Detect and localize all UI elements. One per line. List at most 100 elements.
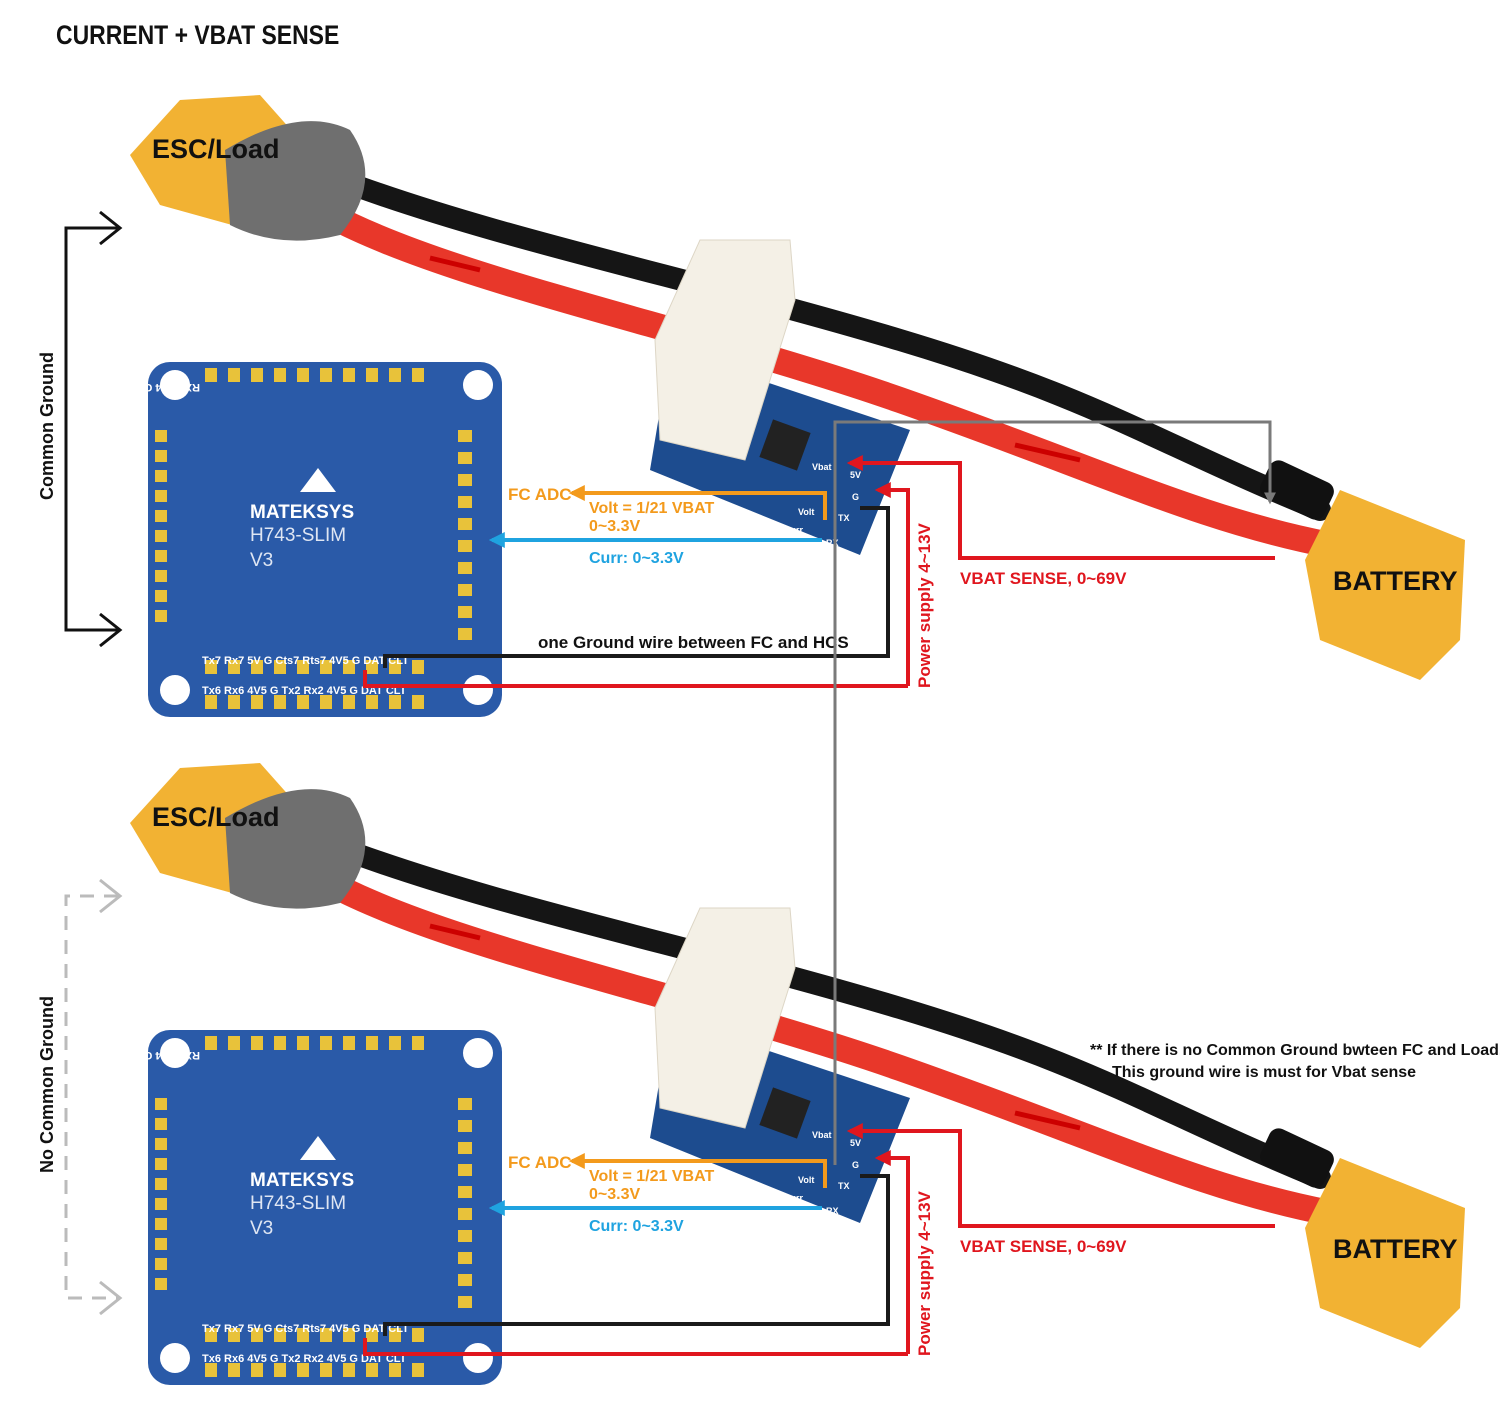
solder-pad [228, 695, 240, 709]
curr-label: Curr: 0~3.3V [589, 550, 684, 567]
solder-pad [251, 1328, 263, 1342]
solder-pad [297, 1328, 309, 1342]
mounting-hole [160, 675, 190, 705]
fc-pad-labels-bottom1: Tx7 Rx7 5V G Cts7 Rts7 4V5 G DAT CLT [202, 655, 409, 667]
power-supply-line-fc [363, 670, 908, 688]
solder-pad [458, 562, 472, 574]
power-supply-line [874, 1150, 910, 1354]
solder-pad [320, 368, 332, 382]
diagram-title: CURRENT + VBAT SENSE [56, 20, 340, 50]
solder-pad [155, 1198, 167, 1210]
solder-pad [458, 1274, 472, 1286]
ground-arrow-icon [99, 878, 123, 1316]
solder-pad [458, 452, 472, 464]
power-supply-label: Power supply 4~13V [915, 1190, 934, 1356]
solder-pad [320, 1036, 332, 1050]
sensor-pin-label: 5V [850, 470, 861, 480]
fc-pad-labels-top: RX4 TX4 G Vsw VTx C1 Vbt G 5V C2 [12, 1049, 200, 1061]
fc-pad-labels-bottom1: Tx7 Rx7 5V G Cts7 Rts7 4V5 G DAT CLT [202, 1323, 409, 1335]
solder-pad [343, 1363, 355, 1377]
solder-pad [228, 368, 240, 382]
battery-connector [1305, 1158, 1465, 1348]
fc-version: V3 [250, 550, 273, 571]
solder-pad [412, 1036, 424, 1050]
solder-pad [412, 660, 424, 674]
common-ground-bracket [64, 894, 118, 1300]
solder-pad [205, 660, 217, 674]
heat-shrink [1260, 1128, 1334, 1188]
curr-label: Curr: 0~3.3V [589, 1218, 684, 1235]
solder-pad [389, 368, 401, 382]
solder-pad [155, 1278, 167, 1290]
red-power-wire [317, 202, 1343, 558]
red-power-wire [317, 870, 1343, 1226]
vbat-sense-line [846, 1123, 1275, 1228]
flight-controller: RX4 TX4 G Vsw VTx C1 Vbt G 5V C2 Tx7 Rx7 … [12, 1030, 502, 1385]
mateksys-logo [300, 1136, 336, 1160]
solder-pad [297, 368, 309, 382]
volt-signal-line [568, 1153, 827, 1188]
power-supply-label: Power supply 4~13V [915, 522, 934, 688]
ground-wire-line [383, 1174, 890, 1336]
solder-pad [155, 1098, 167, 1110]
solder-pad [458, 1142, 472, 1154]
mounting-hole [463, 370, 493, 400]
fc-board [148, 362, 502, 717]
sensor-pin-label: Volt [798, 1175, 814, 1185]
fc-adc-label: FC ADC [508, 485, 572, 504]
solder-pad [458, 1252, 472, 1264]
solder-pad [389, 695, 401, 709]
fc-model: H743-SLIM [250, 525, 346, 546]
solder-pad [458, 430, 472, 442]
fc-pad-labels-bottom2: Tx6 Rx6 4V5 G Tx2 Rx2 4V5 G DAT CLT [202, 1353, 407, 1365]
solder-pad [366, 1363, 378, 1377]
solder-pad [366, 368, 378, 382]
solder-pad [251, 660, 263, 674]
solder-pad [343, 660, 355, 674]
ground-wire-line [383, 506, 890, 668]
sensor-pin-label: Curr [784, 1193, 803, 1203]
fc-brand: MATEKSYS [250, 502, 354, 523]
fc-adc-label: FC ADC [508, 1153, 572, 1172]
solder-pad [205, 695, 217, 709]
volt-signal-line [568, 485, 827, 520]
esc-sleeve [225, 121, 366, 241]
vbat-sense-label: VBAT SENSE, 0~69V [960, 569, 1127, 588]
solder-pad [228, 660, 240, 674]
solder-pad [458, 496, 472, 508]
solder-pad [155, 590, 167, 602]
solder-pad [155, 550, 167, 562]
vbat-sense-line [846, 455, 1275, 560]
solder-pad [274, 1036, 286, 1050]
battery-connector [1305, 490, 1465, 680]
hall-sensor-block [654, 239, 796, 461]
esc-sleeve [225, 789, 366, 909]
solder-pad [412, 1328, 424, 1342]
solder-pad [274, 368, 286, 382]
black-power-wire [329, 169, 1331, 521]
optional-ground-wire [833, 420, 1276, 1165]
solder-pad [155, 490, 167, 502]
solder-pad [366, 660, 378, 674]
current-direction-arrow [429, 923, 1081, 1131]
solder-pad [412, 1363, 424, 1377]
hall-sensor-block [654, 907, 796, 1129]
solder-pad [205, 1363, 217, 1377]
esc-label: ESC/Load [152, 802, 280, 832]
solder-pad [155, 510, 167, 522]
sensor-pin-label: RX [826, 1206, 839, 1216]
sensor-pin-label: Curr [784, 525, 803, 535]
fc-brand: MATEKSYS [250, 1170, 354, 1191]
note-line-2: This ground wire is must for Vbat sense [1112, 1064, 1416, 1081]
solder-pad [458, 1296, 472, 1308]
solder-pad [155, 530, 167, 542]
solder-pad [155, 1178, 167, 1190]
solder-pad [251, 695, 263, 709]
solder-pad [458, 584, 472, 596]
sensor-pin-label: 5V [850, 1138, 861, 1148]
solder-pad [155, 1238, 167, 1250]
mounting-hole [160, 370, 190, 400]
